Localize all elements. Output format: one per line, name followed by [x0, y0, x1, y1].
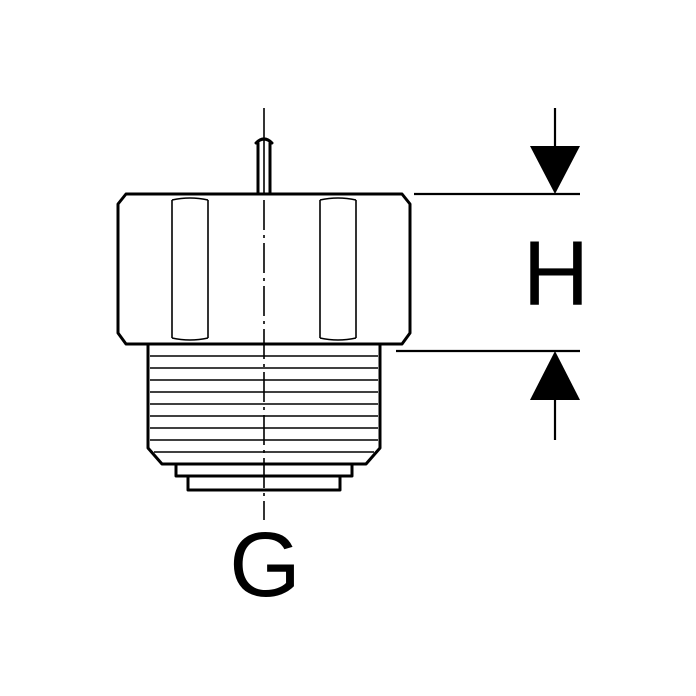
height-label: H — [523, 223, 589, 325]
dimension-arrow-up — [530, 351, 580, 400]
top-pin — [254, 108, 274, 195]
hex-nut — [116, 192, 412, 346]
threaded-body — [146, 342, 382, 466]
thread-label: G — [229, 514, 301, 616]
height-dimension — [396, 108, 580, 440]
dimension-arrow-down — [530, 146, 580, 194]
